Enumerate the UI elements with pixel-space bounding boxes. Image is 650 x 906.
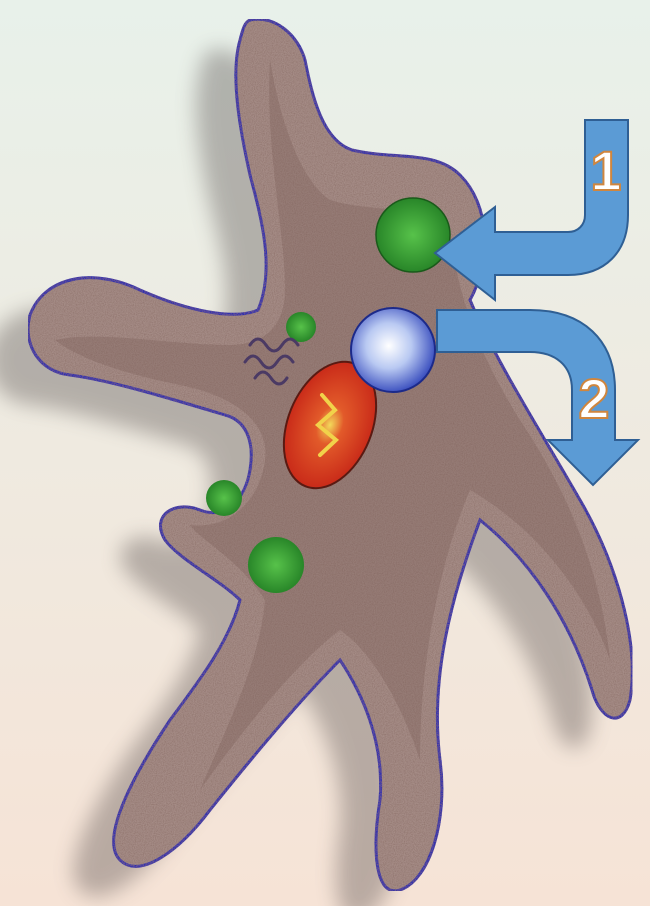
arrow-1-label: 1: [590, 139, 621, 202]
food-vacuole-lower: [248, 537, 304, 593]
food-vacuole-left: [206, 480, 242, 516]
contractile-vacuole: [351, 308, 435, 392]
arrow-2-label: 2: [578, 367, 609, 430]
food-vacuole-large-top: [376, 198, 450, 272]
food-vacuole-small: [286, 312, 316, 342]
